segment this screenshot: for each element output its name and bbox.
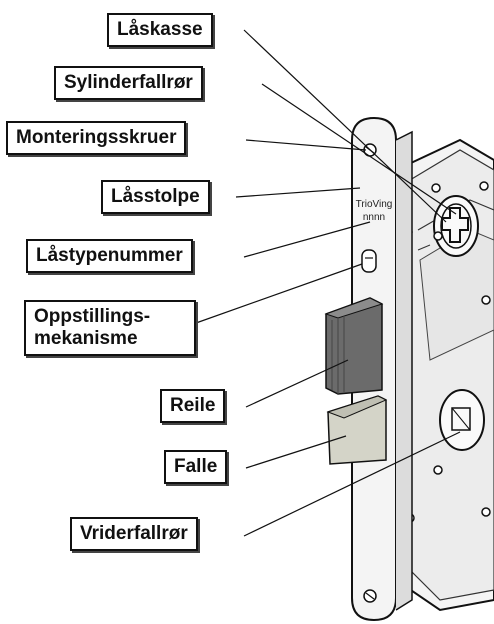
- label-falle: Falle: [164, 450, 228, 484]
- label-reile: Reile: [160, 389, 226, 423]
- latch: [326, 395, 388, 465]
- label-oppstillingsmekanisme: Oppstillings- mekanisme: [24, 300, 196, 356]
- lock-case: [395, 138, 494, 612]
- label-laastypenummer: Låstypenummer: [26, 239, 193, 273]
- leader-reile: [245, 359, 349, 408]
- leader-laastypenummer: [243, 221, 371, 258]
- label-vriderfallror: Vriderfallrør: [70, 517, 198, 551]
- plate-marking-line2: nnnn: [363, 212, 385, 223]
- leader-laaskasse: [243, 29, 447, 223]
- label-oppstillingsmekanisme-line2: mekanisme: [34, 327, 138, 349]
- cylinder-hole: [433, 195, 479, 257]
- label-sylinderfallror: Sylinderfallrør: [54, 66, 203, 100]
- setup-mechanism-icon: [361, 249, 377, 273]
- leader-laasstolpe: [235, 187, 361, 198]
- leader-monteringsskruer: [245, 139, 367, 151]
- plate-marking-line1: TrioVing: [356, 199, 393, 210]
- deadbolt: [324, 297, 384, 395]
- follower-hole: [439, 389, 485, 451]
- label-monteringsskruer: Monteringsskruer: [6, 121, 187, 155]
- leader-falle: [245, 435, 347, 469]
- label-oppstillingsmekanisme-line1: Oppstillings-: [34, 306, 151, 327]
- leader-lines: [195, 29, 461, 537]
- leader-vriderfallror: [243, 431, 461, 537]
- label-laasstolpe: Låsstolpe: [101, 180, 210, 214]
- label-laaskasse: Låskasse: [107, 13, 213, 47]
- leader-oppstillingsmekanisme: [195, 263, 363, 324]
